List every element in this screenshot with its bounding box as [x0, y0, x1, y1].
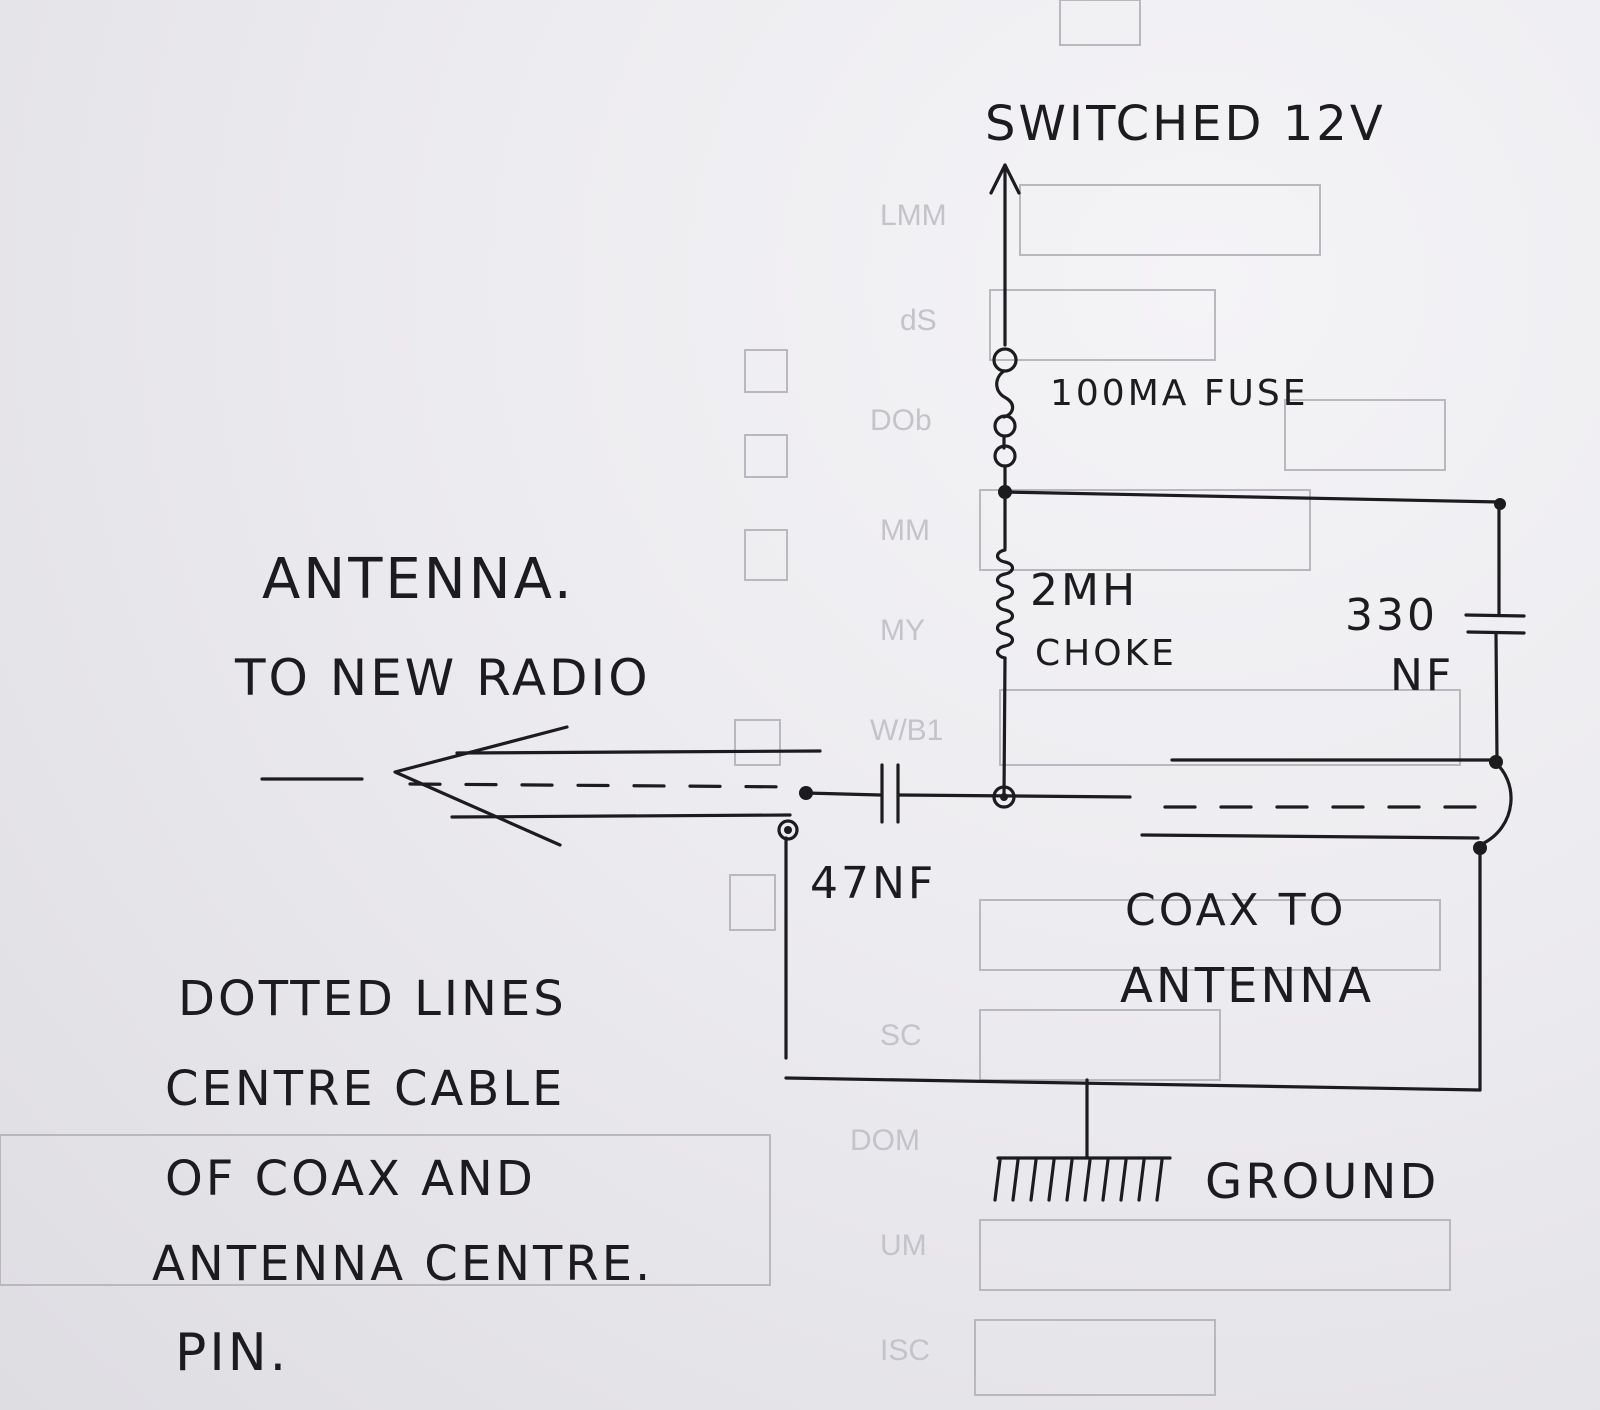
- coax-to-antenna: [1140, 758, 1513, 847]
- svg-text:ISC: ISC: [880, 1334, 930, 1367]
- wire-top-right: [1003, 490, 1502, 504]
- capacitor-330-value: 330: [1345, 590, 1438, 641]
- capacitor-47-label: 47NF: [810, 858, 936, 909]
- junction-dot-shield-bottom: [1473, 841, 1487, 855]
- choke-label-value: 2MH: [1030, 565, 1138, 616]
- fuse-label: 100MA FUSE: [1050, 373, 1309, 414]
- antenna-destination-label: TO NEW RADIO: [234, 649, 651, 707]
- coax-label: COAX TO: [1125, 885, 1346, 936]
- svg-text:LMM: LMM: [880, 199, 947, 232]
- note-line-3: OF COAX AND: [165, 1151, 536, 1207]
- ground-icon: [993, 1078, 1172, 1202]
- junction-dot-antenna-shield-fill: [784, 826, 792, 834]
- choke-symbol: [995, 490, 1015, 798]
- svg-text:W/B1: W/B1: [870, 714, 943, 747]
- svg-text:MM: MM: [880, 514, 930, 547]
- junction-dot-center: [992, 785, 1016, 809]
- svg-text:DOM: DOM: [850, 1124, 920, 1157]
- supply-label: SWITCHED 12V: [985, 96, 1386, 152]
- note-line-4: ANTENNA CENTRE.: [152, 1236, 653, 1292]
- note-line-2: CENTRE CABLE: [165, 1061, 565, 1117]
- svg-text:dS: dS: [900, 304, 937, 337]
- note-line-1: DOTTED LINES: [178, 971, 567, 1027]
- signal-line-left: [804, 791, 882, 797]
- background-show-through: LMM dS DOb MM MY W/B1 SC DOM UM ISC: [0, 0, 1461, 1396]
- capacitor-47nf: [880, 763, 900, 824]
- capacitor-330-unit: NF: [1390, 650, 1454, 701]
- svg-text:SC: SC: [880, 1019, 922, 1052]
- junction-dot-antenna: [799, 786, 813, 800]
- coax-destination-label: ANTENNA: [1120, 958, 1374, 1014]
- fuse-symbol: [992, 347, 1018, 494]
- junction-dot-antenna-shield: [777, 819, 799, 841]
- ground-bus: [784, 1076, 1482, 1092]
- svg-text:UM: UM: [880, 1229, 927, 1262]
- antenna-connector: [260, 725, 822, 847]
- choke-label-name: CHOKE: [1035, 633, 1177, 674]
- supply-arrow-icon: [989, 163, 1021, 195]
- capacitor-330nf: [1464, 502, 1526, 762]
- note-line-5: PIN.: [175, 1323, 289, 1383]
- junction-dot-center-fill: [1000, 793, 1008, 801]
- svg-text:MY: MY: [880, 614, 925, 647]
- antenna-label: ANTENNA.: [262, 547, 575, 612]
- svg-text:DOb: DOb: [870, 404, 932, 437]
- ground-label: GROUND: [1205, 1154, 1439, 1210]
